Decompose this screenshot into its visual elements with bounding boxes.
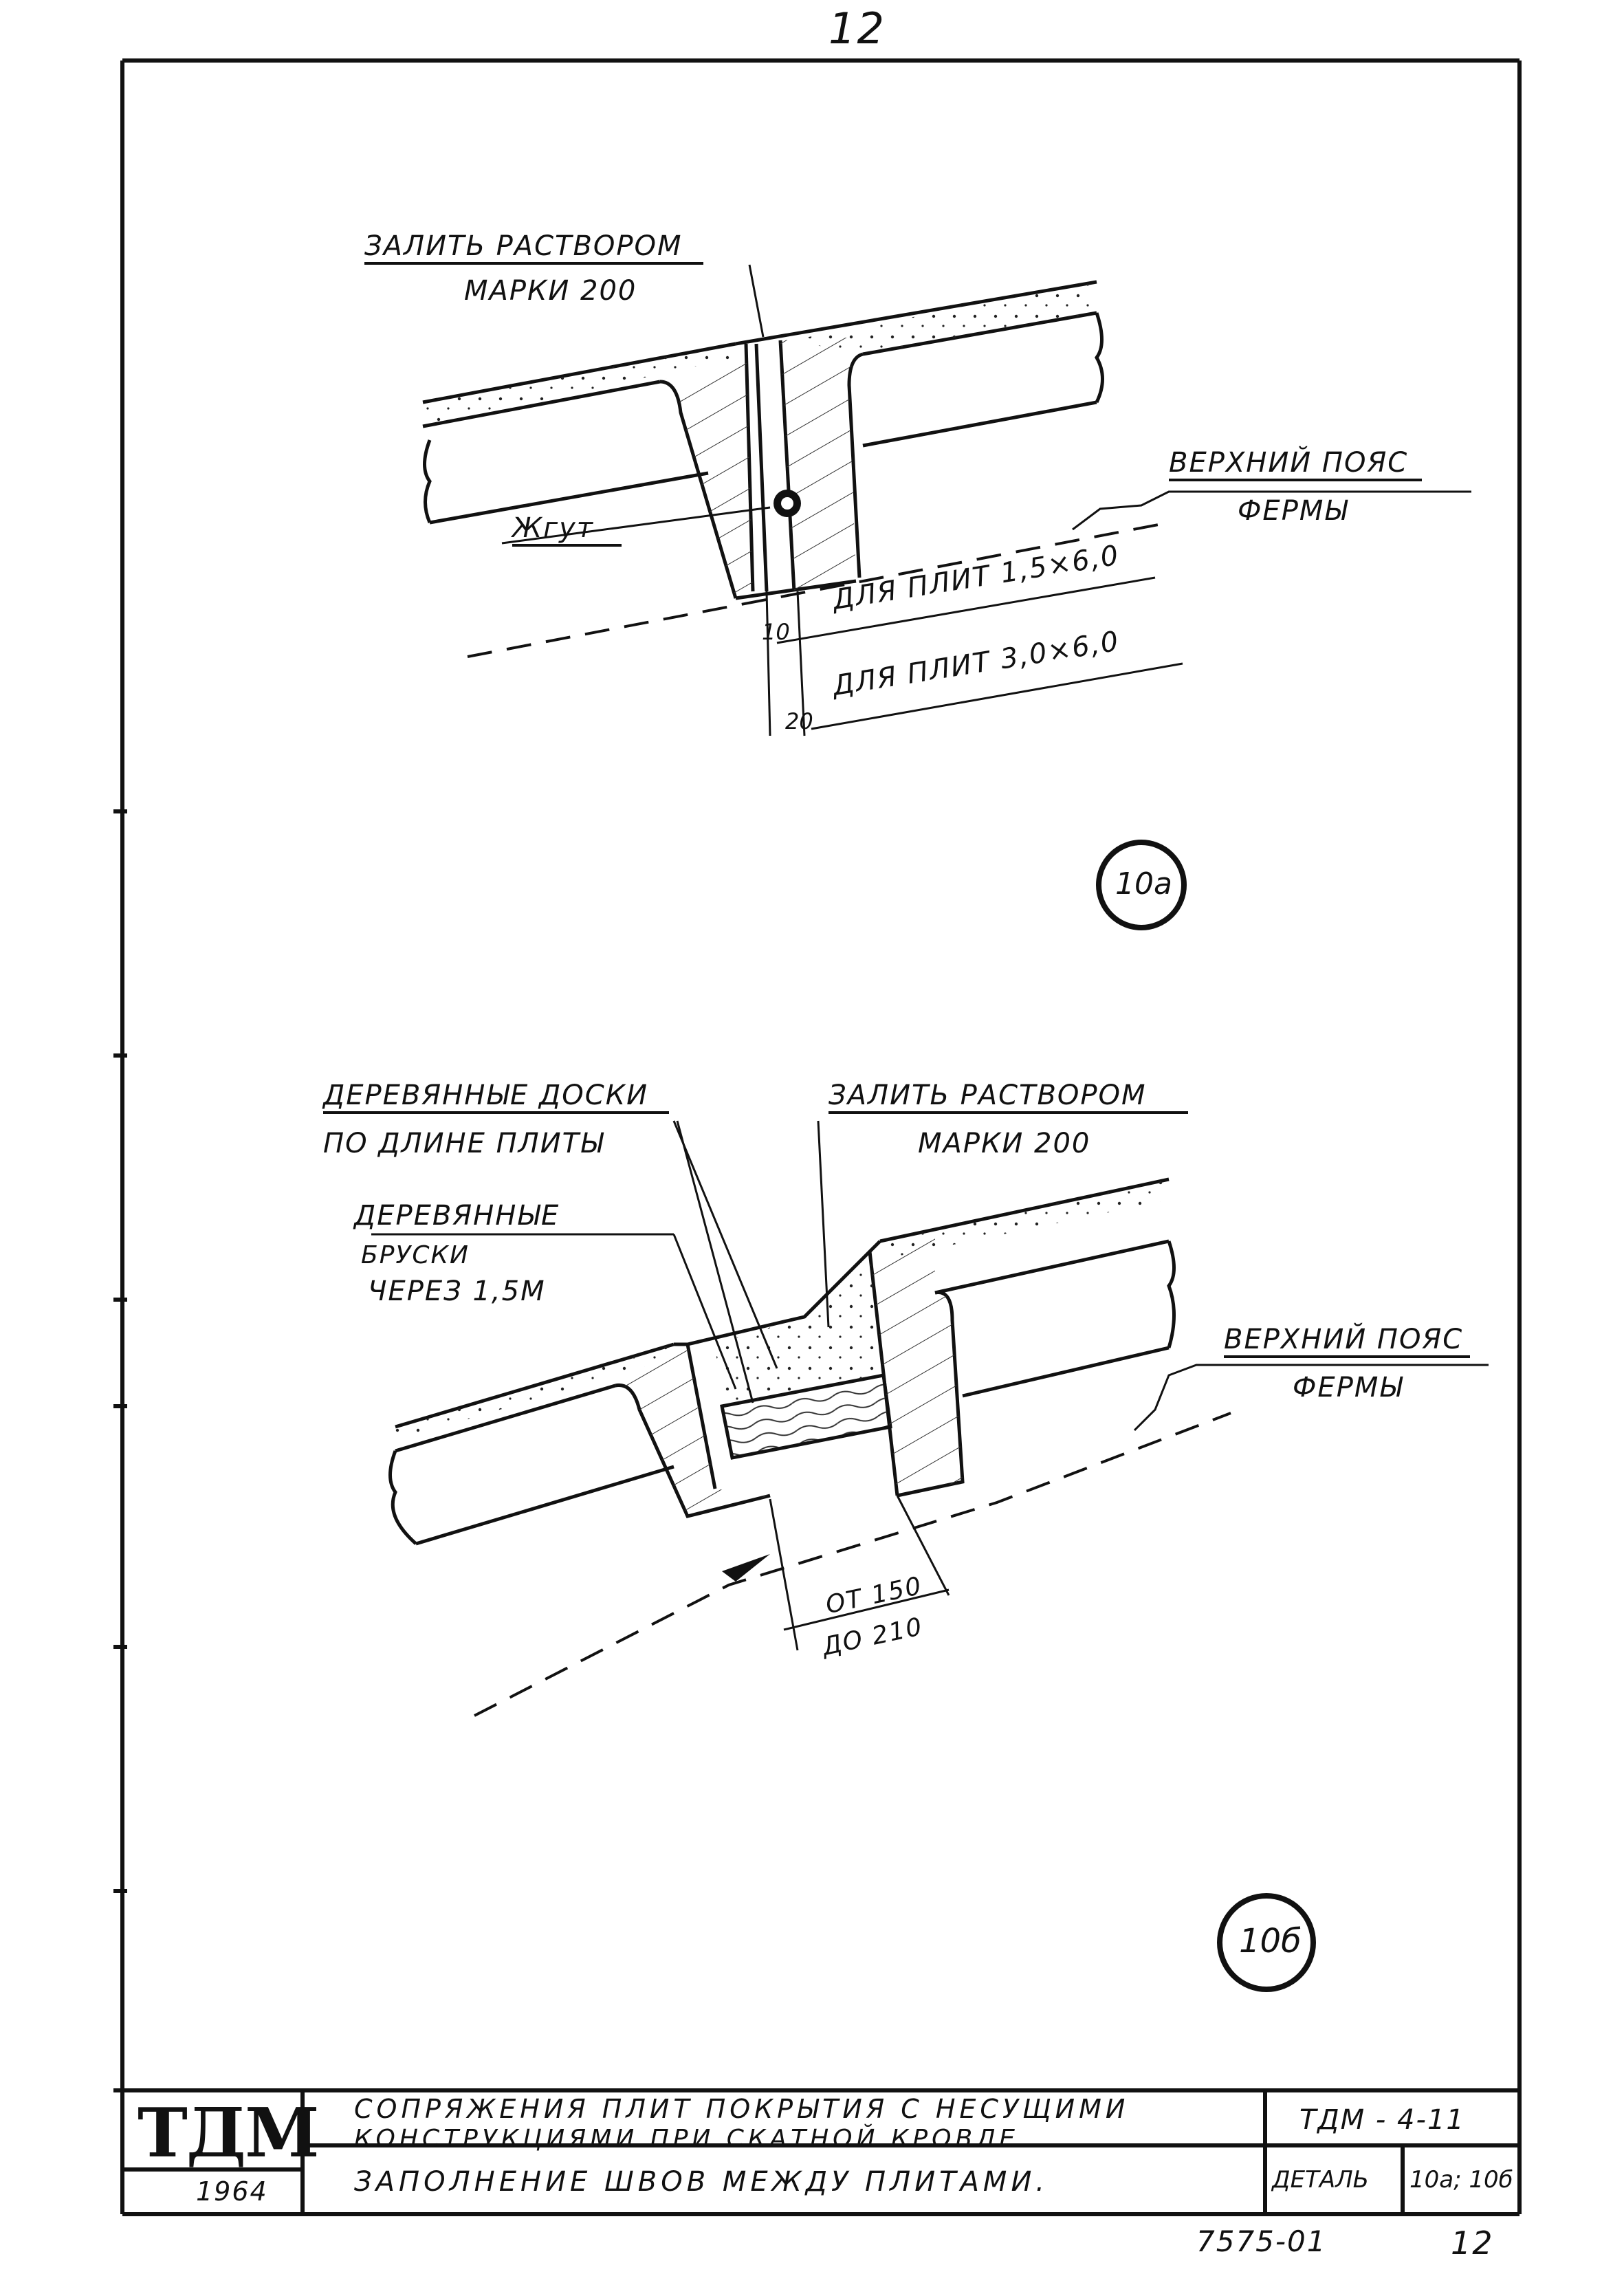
- page-number-bottom: 12: [1451, 2224, 1494, 2262]
- label-truss-10b: ФЕРМЫ: [1293, 1372, 1404, 1403]
- year: 1964: [196, 2176, 268, 2207]
- label-every-1-5m: ЧЕРЕЗ 1,5М: [368, 1276, 546, 1307]
- detail-marker-10a: 10а: [1115, 866, 1172, 901]
- title-line-1: СОПРЯЖЕНИЯ ПЛИТ ПОКРЫТИЯ С НЕСУЩИМИ: [354, 2094, 1130, 2124]
- page-frame: [120, 58, 1522, 2216]
- label-fill-mortar-10b: ЗАЛИТЬ РАСТВОРОМ: [829, 1080, 1188, 1114]
- detail-10b: [371, 1120, 1489, 1992]
- label-bars: БРУСКИ: [361, 1241, 470, 1269]
- detail-label: ДЕТАЛЬ: [1272, 2166, 1369, 2194]
- label-tourniquet: Жгут: [512, 512, 622, 547]
- doc-number: 7575-01: [1196, 2224, 1327, 2258]
- detail-marker-10b: 10б: [1239, 1922, 1302, 1960]
- tdm-logo: ТДМ: [138, 2094, 320, 2173]
- drawing-code: ТДМ - 4-11: [1299, 2104, 1465, 2136]
- dimension-10: 10: [762, 619, 790, 645]
- label-top-chord-10a: ВЕРХНИЙ ПОЯС: [1169, 447, 1423, 481]
- label-wooden-boards: ДЕРЕВЯННЫЕ ДОСКИ: [323, 1080, 670, 1114]
- title-line-2: КОНСТРУКЦИЯМИ ПРИ СКАТНОЙ КРОВЛЕ: [354, 2125, 1019, 2153]
- page-number-top: 12: [829, 3, 886, 54]
- label-wooden-bars: ДЕРЕВЯННЫЕ: [354, 1200, 560, 1232]
- dimension-20: 20: [785, 708, 813, 734]
- detail-10a: [422, 264, 1471, 930]
- subtitle: ЗАПОЛНЕНИЕ ШВОВ МЕЖДУ ПЛИТАМИ.: [354, 2166, 1049, 2198]
- label-truss-10a: ФЕРМЫ: [1238, 495, 1349, 527]
- detail-value: 10а; 10б: [1409, 2166, 1513, 2194]
- label-top-chord-10b: ВЕРХНИЙ ПОЯС: [1224, 1324, 1471, 1358]
- label-fill-mortar-10a: ЗАЛИТЬ РАСТВОРОМ: [364, 230, 703, 265]
- title-block-lines: [122, 2088, 1519, 2214]
- label-mortar-grade-10b: МАРКИ 200: [918, 1128, 1091, 1159]
- label-mortar-grade-10a: МАРКИ 200: [464, 275, 637, 307]
- label-along-plate: ПО ДЛИНЕ ПЛИТЫ: [323, 1128, 604, 1159]
